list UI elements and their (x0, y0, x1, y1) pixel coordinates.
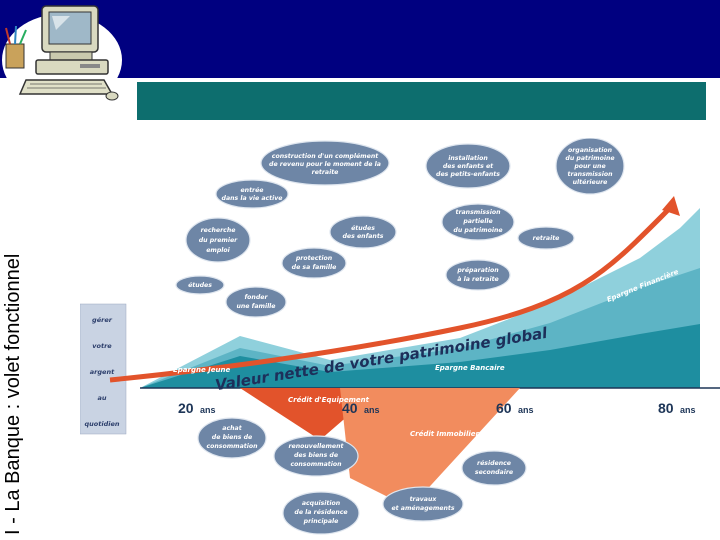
svg-text:de biens de: de biens de (212, 434, 252, 441)
svg-text:à la retraite: à la retraite (457, 275, 499, 283)
svg-text:du premier: du premier (199, 237, 238, 244)
svg-text:achat: achat (222, 424, 242, 432)
svg-text:des biens de: des biens de (294, 452, 338, 459)
daily-money-bar (80, 303, 127, 435)
age-40: 40 (342, 400, 358, 416)
svg-text:acquisition: acquisition (302, 499, 341, 507)
bubble-residence-secondaire: résidence secondaire (461, 450, 527, 486)
side-label-au: au (97, 394, 106, 402)
bubble-installation: installation des enfants et des petits-e… (425, 143, 511, 189)
svg-text:protection: protection (295, 254, 333, 262)
svg-text:et aménagements: et aménagements (391, 504, 454, 512)
svg-text:résidence: résidence (477, 459, 511, 467)
patrimony-lifecycle-diagram: gérer votre argent au quotidien Valeur n… (80, 138, 720, 535)
label-credit-equipement: Crédit d'Equipement (288, 396, 370, 404)
svg-text:consommation: consommation (206, 442, 258, 450)
svg-text:retraite: retraite (533, 234, 560, 242)
band-bancaire (140, 324, 700, 388)
svg-text:travaux: travaux (410, 495, 438, 503)
label-epargne-bancaire: Epargne Bancaire (435, 364, 505, 372)
side-label-argent: argent (90, 368, 115, 376)
net-value-curve (109, 206, 672, 383)
svg-text:pour une: pour une (573, 163, 605, 170)
svg-text:études: études (188, 281, 212, 289)
slide-title-box (137, 82, 706, 120)
age-40-unit: ans (364, 405, 380, 415)
svg-text:installation: installation (448, 154, 488, 162)
svg-text:transmission: transmission (456, 208, 502, 216)
vertical-slide-title: I - La Banque : volet fonctionnel (2, 253, 24, 535)
bubble-travaux: travaux et aménagements (382, 486, 464, 522)
age-20: 20 (178, 400, 194, 416)
svg-text:dans la vie active: dans la vie active (222, 194, 283, 202)
svg-text:une famille: une famille (236, 303, 275, 310)
bubble-etudes: études (175, 275, 225, 295)
age-60-unit: ans (518, 405, 534, 415)
svg-text:retraite: retraite (312, 168, 339, 176)
svg-text:partielle: partielle (462, 217, 492, 225)
bubble-acquisition: acquisition de la résidence principale (282, 491, 360, 535)
age-60: 60 (496, 400, 512, 416)
svg-text:consommation: consommation (290, 460, 342, 468)
bubble-achat: achat de biens de consommation (197, 417, 267, 459)
side-label-votre: votre (92, 342, 112, 350)
bubble-transmission: transmission partielle du patrimoine (441, 203, 515, 241)
svg-text:des enfants et: des enfants et (443, 162, 494, 170)
svg-text:de sa famille: de sa famille (292, 264, 337, 271)
svg-text:secondaire: secondaire (475, 469, 513, 476)
side-label-quotidien: quotidien (85, 420, 120, 428)
left-strip (0, 78, 46, 540)
svg-text:préparation: préparation (456, 266, 499, 274)
bubble-organisation: organisation du patrimoine pour une tran… (555, 138, 625, 195)
svg-text:organisation: organisation (568, 146, 613, 154)
svg-text:études: études (351, 224, 375, 232)
svg-text:recherche: recherche (201, 227, 236, 234)
bubble-construction: construction d'un complément de revenu p… (260, 140, 390, 186)
svg-text:transmission: transmission (568, 170, 614, 178)
svg-text:construction d'un complément: construction d'un complément (272, 152, 379, 160)
svg-text:fonder: fonder (244, 294, 268, 301)
svg-text:ultérieure: ultérieure (573, 178, 608, 186)
bubble-protection: protection de sa famille (281, 247, 347, 279)
bubble-renouvellement: renouvellement des biens de consommation (273, 435, 359, 477)
svg-text:des enfants: des enfants (343, 232, 384, 240)
credit-immobilier-shape (340, 388, 520, 508)
svg-text:principale: principale (303, 518, 339, 525)
side-label-gerer: gérer (92, 316, 113, 324)
bubble-preparation: préparation à la retraite (445, 259, 511, 291)
curve-arrowhead-icon (662, 196, 680, 216)
svg-text:des petits-enfants: des petits-enfants (436, 170, 500, 178)
bubble-etudes-enfants: études des enfants (329, 215, 397, 249)
svg-text:de la résidence: de la résidence (294, 508, 347, 516)
bubble-recherche: recherche du premier emploi (185, 217, 251, 263)
svg-text:de revenu pour le moment de la: de revenu pour le moment de la (269, 160, 381, 168)
svg-text:entrée: entrée (240, 186, 263, 194)
age-20-unit: ans (200, 405, 216, 415)
bubble-retraite: retraite (517, 226, 575, 250)
age-80-unit: ans (680, 405, 696, 415)
label-credit-immobilier: Crédit Immobilier (410, 430, 479, 438)
svg-text:du patrimoine: du patrimoine (565, 154, 614, 162)
label-epargne-jeune: Epargne Jeune (173, 366, 230, 374)
bubble-entree: entrée dans la vie active (215, 179, 289, 209)
bubble-fonder: fonder une famille (225, 286, 287, 318)
svg-text:emploi: emploi (206, 247, 230, 254)
svg-text:du patrimoine: du patrimoine (453, 226, 502, 234)
age-80: 80 (658, 400, 674, 416)
computer-clipart-icon (0, 0, 130, 108)
svg-text:renouvellement: renouvellement (289, 442, 345, 450)
